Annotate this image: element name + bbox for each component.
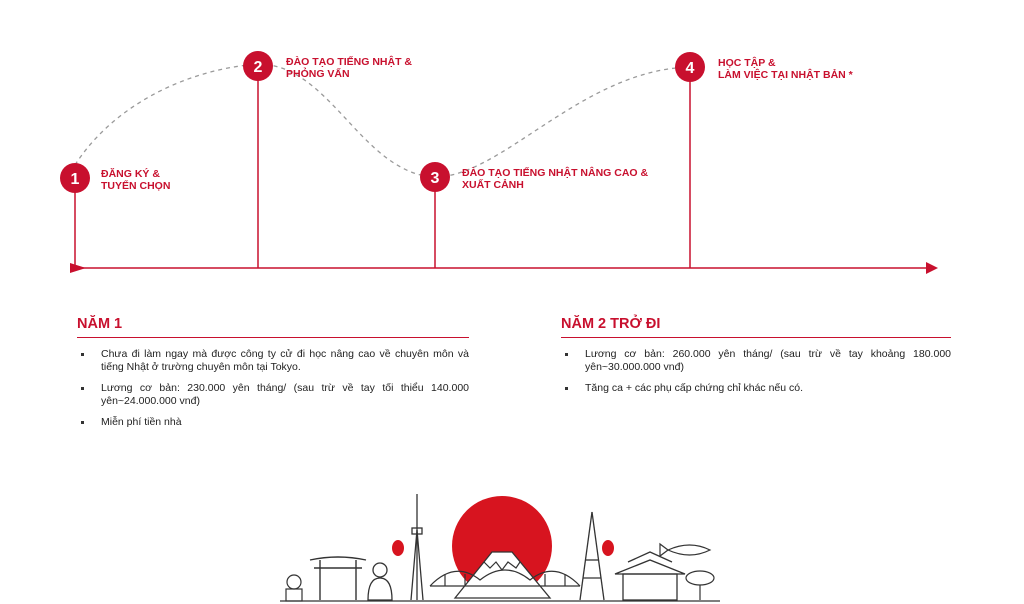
step-3-label: ĐÀO TẠO TIẾNG NHẬT NÂNG CAO & XUẤT CẢNH [462,167,648,191]
list-item: Chưa đi làm ngay mà được công ty cử đi h… [77,348,469,374]
step-2-label-line2: PHỎNG VẤN [286,68,350,80]
step-1-number: 1 [71,171,80,188]
step-4-label: HỌC TẬP & LÀM VIỆC TẠI NHẬT BẢN * [718,57,853,81]
step-1-label-line1: ĐĂNG KÝ & [101,168,160,180]
year-1-list: Chưa đi làm ngay mà được công ty cử đi h… [77,348,469,429]
step-2-badge: 2 [243,51,273,81]
step-4-label-line1: HỌC TẬP & [718,57,776,69]
step-4-label-line2: LÀM VIỆC TẠI NHẬT BẢN * [718,69,853,81]
year-2-list: Lương cơ bản: 260.000 yên tháng/ (sau tr… [561,348,951,395]
step-1-label: ĐĂNG KÝ & TUYỂN CHỌN [101,168,170,192]
lantern-icon [392,540,614,556]
step-4-badge: 4 [675,52,705,82]
axis-start-arrow-icon [70,263,86,273]
castle-icon [614,551,686,601]
torii-gate-icon [309,556,367,600]
year-1-section: NĂM 1 Chưa đi làm ngay mà được công ty c… [77,316,469,437]
step-1-label-line2: TUYỂN CHỌN [101,180,171,192]
step-2-number: 2 [254,59,263,76]
step-2-label-line1: ĐÀO TẠO TIẾNG NHẬT & [286,56,412,68]
step-1-badge: 1 [60,163,90,193]
timeline-graphic: 1 2 3 4 [60,51,938,274]
year-1-title: NĂM 1 [77,316,123,332]
list-item: Lương cơ bản: 230.000 yên tháng/ (sau tr… [77,382,469,408]
year-2-title: NĂM 2 TRỞ ĐI [561,316,661,332]
step-3-label-line2: XUẤT CẢNH [462,179,524,191]
axis-end-arrow-icon [926,262,938,274]
japan-landmarks-illustration [280,494,720,602]
year-2-divider [561,337,951,338]
list-item: Tăng ca + các phụ cấp chứng chỉ khác nếu… [561,382,951,395]
timeline-dashed-path [74,63,691,178]
tokyo-tower-icon [579,511,605,601]
lucky-cat-icon [285,574,303,602]
step-3-badge: 3 [420,162,450,192]
step-3-label-line1: ĐÀO TẠO TIẾNG NHẬT NÂNG CAO & [462,167,649,179]
fish-icon [659,542,712,558]
bonsai-tree-icon [685,570,715,600]
step-3-number: 3 [431,170,440,187]
year-2-section: NĂM 2 TRỞ ĐI Lương cơ bản: 260.000 yên t… [561,316,951,403]
list-item: Lương cơ bản: 260.000 yên tháng/ (sau tr… [561,348,951,374]
buddha-statue-icon [367,562,393,601]
list-item: Miễn phí tiền nhà [77,416,469,429]
tokyo-skytree-icon [410,494,424,601]
step-2-label: ĐÀO TẠO TIẾNG NHẬT & PHỎNG VẤN [286,56,412,80]
bridge-icon [429,569,581,587]
step-4-number: 4 [686,60,695,77]
year-1-divider [77,337,469,338]
